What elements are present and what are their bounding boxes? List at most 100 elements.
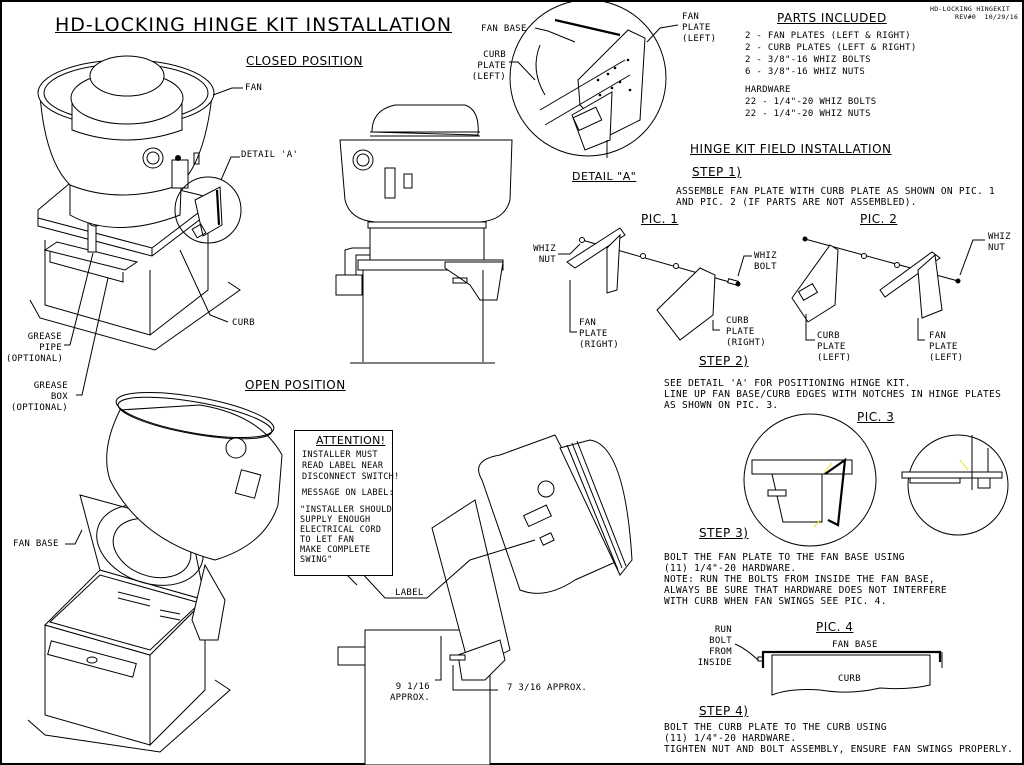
step-1-label: STEP 1) (692, 165, 742, 179)
parts-item: 2 - CURB PLATES (LEFT & RIGHT) (745, 43, 917, 53)
pic1-diagram (558, 227, 752, 341)
fan-gauge (142, 147, 164, 169)
fan-plate-left-leader (646, 24, 679, 43)
step-2-label: STEP 2) (699, 354, 749, 368)
step-1-text: ASSEMBLE FAN PLATE WITH CURB PLATE AS SH… (676, 186, 996, 208)
open-side-fan-base (431, 499, 511, 671)
parts-item: 2 - 3/8"-16 WHIZ BOLTS (745, 55, 871, 65)
label-fan-base: FAN BASE (13, 539, 59, 549)
dim-vertical-line (435, 636, 442, 681)
open-side-hinge (457, 639, 506, 681)
pic1-fan-plate-right (566, 227, 626, 269)
detail-a-circle (509, 0, 667, 157)
pic3-fan-plate (751, 459, 853, 475)
pic1-label-whiz-bolt: WHIZ BOLT (754, 251, 777, 272)
pic1-label-curb-plate: CURB PLATE (RIGHT) (726, 316, 767, 348)
doc-ref-revision: REV#0 10/29/16 (955, 13, 1019, 21)
grease-pipe-leader (64, 252, 94, 346)
pic1-label-fan-plate: FAN PLATE (RIGHT) (579, 318, 620, 350)
pic4-label-fan-base: FAN BASE (832, 640, 878, 650)
pic1-caption: PIC. 1 (641, 212, 679, 226)
detail-a-leader (220, 156, 240, 181)
detail-a-label-curb-plate: CURB PLATE (LEFT) (471, 50, 506, 82)
dim-horizontal-text: 7 3/16 APPROX. (507, 683, 588, 693)
open-position-isometric-fan (27, 391, 283, 753)
grease-pipe (87, 221, 97, 253)
pic2-curb-plate-leader (805, 314, 815, 341)
run-bolt-leader (734, 643, 759, 661)
detail-a-label-fan-plate: FAN PLATE (LEFT) (682, 12, 717, 44)
step-3-text: BOLT THE FAN PLATE TO THE FAN BASE USING… (664, 552, 947, 607)
doc-ref-name: HD-LOCKING HINGEKIT (930, 5, 1011, 13)
open-grease-box (47, 640, 137, 678)
pic2-caption: PIC. 2 (860, 212, 898, 226)
grease-box (43, 241, 139, 271)
attention-message: "INSTALLER SHOULD SUPPLY ENOUGH ELECTRIC… (300, 505, 393, 565)
hardware-item: 22 - 1/4"-20 WHIZ BOLTS (745, 97, 877, 107)
pic1-curb-plate-leader (712, 320, 720, 331)
pic2-label-curb-plate: CURB PLATE (LEFT) (817, 331, 852, 363)
pic4-caption: PIC. 4 (816, 620, 854, 634)
open-position-heading: OPEN POSITION (245, 378, 346, 392)
hardware-heading: HARDWARE (745, 85, 791, 95)
field-installation-heading: HINGE KIT FIELD INSTALLATION (690, 142, 892, 156)
parts-item: 2 - FAN PLATES (LEFT & RIGHT) (745, 31, 911, 41)
pic3-circle-left (743, 413, 877, 547)
curb-plate-left-leader (509, 61, 536, 81)
pic1-curb-plate-right (656, 267, 716, 341)
fan-base-leader (534, 27, 576, 43)
pic3-diagram (743, 413, 1009, 547)
attention-heading: ATTENTION! (316, 434, 386, 447)
pic2-fan-plate-leader (917, 318, 925, 341)
grease-box-side (335, 274, 363, 296)
detail-a-caption: DETAIL "A" (572, 170, 637, 183)
detail-a-diagram (509, 0, 679, 158)
pic2-curb-plate-left (791, 244, 839, 323)
dim-vertical-text: 9 1/16 APPROX. (389, 682, 430, 703)
label-label: LABEL (395, 588, 424, 598)
attention-box: ATTENTION! INSTALLER MUST READ LABEL NEA… (294, 430, 399, 576)
pic1-whiz-nut-leader (558, 243, 581, 255)
pic1-label-whiz-nut: WHIZ NUT (533, 244, 556, 265)
step-3-label: STEP 3) (699, 526, 749, 540)
open-hinge (191, 563, 226, 641)
step-4-text: BOLT THE CURB PLATE TO THE CURB USING (1… (664, 722, 1014, 755)
pic2-label-whiz-nut: WHIZ NUT (988, 232, 1011, 253)
pic2-diagram (791, 236, 985, 341)
pic4-label-curb: CURB (838, 674, 861, 684)
detail-a-callout-circle (174, 176, 242, 244)
pic2-whiz-nut-leader (959, 239, 985, 276)
fan-dome-side (371, 104, 479, 136)
open-fan-base-leader (65, 529, 83, 545)
step-4-label: STEP 4) (699, 704, 749, 718)
fan-leader (212, 87, 243, 96)
pic4-diagram (734, 643, 943, 696)
label-curb: CURB (232, 318, 255, 328)
fan-neck-side (369, 227, 485, 261)
pic2-label-fan-plate: FAN PLATE (LEFT) (929, 331, 964, 363)
curb-leader (179, 249, 229, 323)
label-fan: FAN (245, 83, 263, 93)
disconnect-switch-box (171, 159, 189, 189)
dim-horizontal-line (452, 665, 498, 691)
step-2-text: SEE DETAIL 'A' FOR POSITIONING HINGE KIT… (664, 378, 1002, 411)
grease-box-leader (76, 277, 109, 396)
fan-dome-top (89, 55, 165, 97)
attention-message-label: MESSAGE ON LABEL: (302, 488, 395, 498)
closed-position-isometric-fan (29, 55, 243, 396)
label-grease-box: GREASE BOX (OPTIONAL) (10, 381, 68, 413)
pic3-curb-plate (771, 473, 823, 523)
label-leader (359, 539, 536, 599)
open-position-side-view (337, 434, 633, 765)
closed-position-heading: CLOSED POSITION (246, 54, 363, 68)
curb-flange (29, 281, 241, 351)
pic1-fan-plate-leader (569, 280, 577, 333)
hinge-side (444, 261, 504, 301)
pic4-curb (771, 654, 931, 696)
closed-position-side-view (335, 104, 513, 364)
pic3-caption: PIC. 3 (857, 410, 895, 424)
pic3-circle-right (907, 434, 1009, 536)
label-detail-a: DETAIL 'A' (241, 150, 299, 160)
